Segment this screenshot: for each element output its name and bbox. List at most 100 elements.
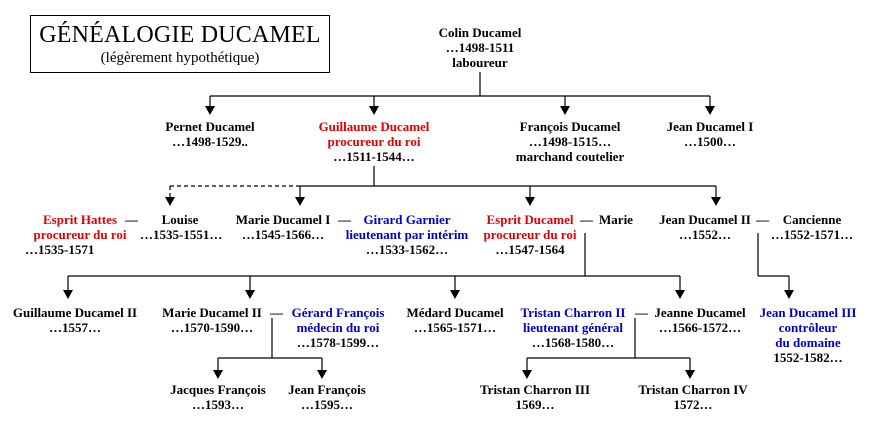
arrowhead <box>675 290 685 299</box>
person-marie-ducamel-2: Marie Ducamel II …1570-1590… <box>157 305 267 335</box>
arrowhead <box>165 197 175 206</box>
marriage-dash: — <box>270 305 283 320</box>
arrowhead <box>63 290 73 299</box>
person-title: procureur du roi <box>483 227 577 242</box>
person-name: Médard Ducamel <box>406 305 504 320</box>
person-marie: Marie <box>594 212 638 227</box>
person-dates: …1552… <box>679 227 731 242</box>
person-title: lieutenant par intérim <box>345 227 469 242</box>
person-title: procureur du roi <box>327 134 421 149</box>
person-name: Guillaume Ducamel <box>318 119 430 134</box>
person-dates: …1570-1590… <box>170 320 254 335</box>
arrowhead <box>560 106 570 115</box>
person-name: Gérard François <box>291 305 385 320</box>
person-dates: …1552-1571… <box>770 227 854 242</box>
person-name: Marie <box>599 212 633 227</box>
person-jean-ducamel-3: Jean Ducamel III contrôleur du domaine 1… <box>752 305 864 365</box>
person-esprit-ducamel: Esprit Ducamel procureur du roi …1547-15… <box>480 212 580 257</box>
marriage-dash: — <box>635 305 648 320</box>
arrowhead <box>685 370 695 379</box>
person-name: Esprit Hattes <box>42 212 118 227</box>
arrowhead <box>213 370 223 379</box>
person-colin-ducamel: Colin Ducamel …1498-1511 laboureur <box>410 25 550 70</box>
person-tristan-charron-2: Tristan Charron II lieutenant général …1… <box>515 305 631 350</box>
person-dates: …1593… <box>192 397 244 412</box>
person-guillaume-ducamel: Guillaume Ducamel procureur du roi …1511… <box>294 119 454 164</box>
person-title: lieutenant général <box>522 320 623 335</box>
diagram-title: GÉNÉALOGIE DUCAMEL <box>39 22 321 48</box>
person-title: médecin du roi <box>296 320 380 335</box>
arrowhead <box>317 370 327 379</box>
person-name: Pernet Ducamel <box>165 119 255 134</box>
person-jacques-francois: Jacques François …1593… <box>163 382 273 412</box>
arrowhead <box>369 106 379 115</box>
person-name: Guillaume Ducamel II <box>12 305 138 320</box>
person-dates: …1565-1571… <box>413 320 497 335</box>
person-dates: …1566-1572… <box>658 320 742 335</box>
person-gerard-francois: Gérard François médecin du roi …1578-159… <box>285 305 391 350</box>
person-tristan-charron-3: Tristan Charron III 1569… <box>472 382 598 412</box>
person-marie-ducamel-1: Marie Ducamel I …1545-1566… <box>228 212 338 242</box>
arrowhead <box>245 290 255 299</box>
person-tristan-charron-4: Tristan Charron IV 1572… <box>630 382 756 412</box>
arrowhead <box>784 290 794 299</box>
marriage-dash: — <box>580 212 593 227</box>
person-esprit-hattes: Esprit Hattes procureur du roi …1535-157… <box>25 212 135 257</box>
person-dates: …1498-1515… <box>528 134 612 149</box>
diagram-subtitle: (légèrement hypothétique) <box>100 50 260 66</box>
person-name: Marie Ducamel I <box>235 212 331 227</box>
person-dates: 1569… <box>515 397 555 412</box>
person-dates: 1572… <box>673 397 713 412</box>
person-francois-ducamel: François Ducamel …1498-1515… marchand co… <box>495 119 645 164</box>
person-name: Louise <box>161 212 199 227</box>
person-title: marchand coutelier <box>515 149 625 164</box>
person-title-cont: du domaine <box>775 335 841 350</box>
person-name: Jeanne Ducamel <box>654 305 746 320</box>
person-dates: …1578-1599… <box>296 335 380 350</box>
title-box: GÉNÉALOGIE DUCAMEL (légèrement hypothéti… <box>30 15 330 73</box>
person-girard-garnier: Girard Garnier lieutenant par intérim …1… <box>340 212 474 257</box>
person-name: Jean Ducamel I <box>666 119 754 134</box>
person-jeanne-ducamel: Jeanne Ducamel …1566-1572… <box>650 305 750 335</box>
person-dates: …1498-1511 <box>445 40 515 55</box>
arrowhead <box>450 290 460 299</box>
person-dates: …1595… <box>301 397 353 412</box>
person-jean-francois: Jean François …1595… <box>282 382 372 412</box>
person-name: Jean Ducamel III <box>759 305 857 320</box>
person-jean-ducamel-1: Jean Ducamel I …1500… <box>660 119 760 149</box>
person-jean-ducamel-2: Jean Ducamel II …1552… <box>655 212 755 242</box>
person-name: Jean François <box>288 382 366 397</box>
marriage-dash: — <box>338 212 351 227</box>
person-name: Tristan Charron II <box>520 305 626 320</box>
arrowhead <box>205 106 215 115</box>
arrowhead <box>711 197 721 206</box>
person-title: laboureur <box>452 55 508 70</box>
person-name: Esprit Ducamel <box>486 212 574 227</box>
person-dates: …1535-1551… <box>140 227 223 242</box>
person-name: Colin Ducamel <box>438 25 522 40</box>
person-dates: …1557… <box>49 320 101 335</box>
arrowhead <box>525 197 535 206</box>
person-louise: Louise …1535-1551… <box>140 212 223 242</box>
arrowhead <box>522 370 532 379</box>
person-dates: …1568-1580… <box>531 335 615 350</box>
person-dates: …1535-1571 <box>25 242 95 257</box>
person-pernet-ducamel: Pernet Ducamel …1498-1529.. <box>140 119 280 149</box>
arrowhead <box>705 106 715 115</box>
person-dates: …1500… <box>684 134 736 149</box>
person-name: Girard Garnier <box>363 212 451 227</box>
arrowhead <box>295 197 305 206</box>
marriage-dash: — <box>125 212 138 227</box>
person-dates: …1547-1564 <box>495 242 565 257</box>
person-dates: …1511-1544… <box>333 149 415 164</box>
marriage-dash: — <box>756 212 769 227</box>
person-name: Jean Ducamel II <box>659 212 751 227</box>
person-dates: …1498-1529.. <box>172 134 248 149</box>
person-dates: …1545-1566… <box>241 227 325 242</box>
person-name: Tristan Charron IV <box>638 382 748 397</box>
person-dates: 1552-1582… <box>773 350 843 365</box>
person-name: Tristan Charron III <box>479 382 591 397</box>
person-name: François Ducamel <box>519 119 621 134</box>
